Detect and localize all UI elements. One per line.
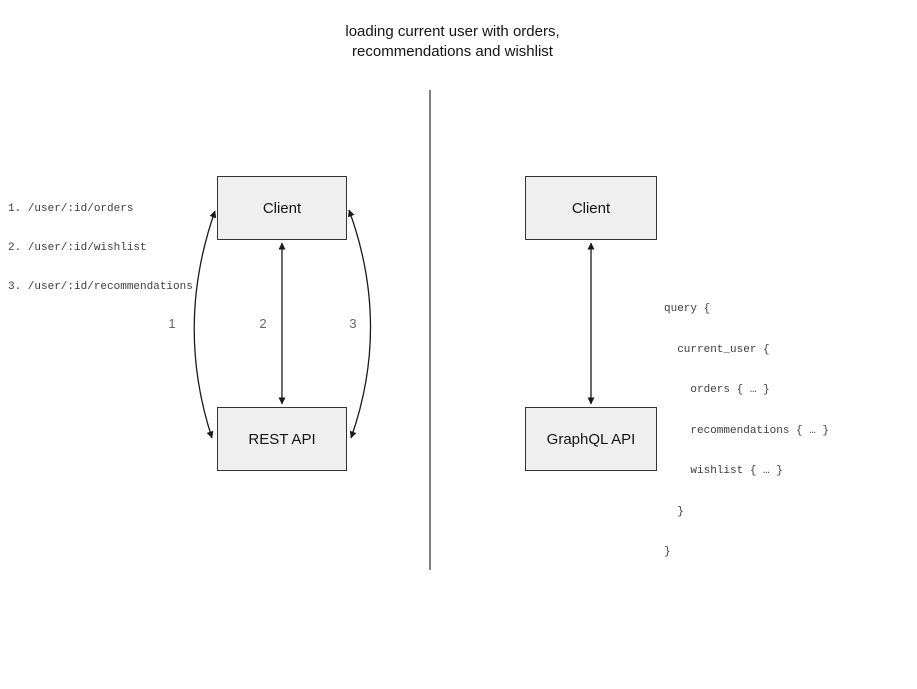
rest-client-label: Client (262, 199, 302, 217)
rest-api-label: REST API (248, 430, 316, 448)
graphql-client-label: Client (571, 199, 611, 217)
rest-endpoint-line: 3. /user/:id/recommendations (8, 281, 193, 293)
graphql-query-line: } (664, 505, 684, 518)
graphql-query-block: query { current_user { orders { … } reco… (664, 276, 829, 587)
diagram-title: loading current user with orders, recomm… (345, 23, 560, 60)
rest-arrow-1-curved (193, 210, 217, 439)
rest-endpoints-list: 1. /user/:id/orders 2. /user/:id/wishlis… (8, 177, 193, 320)
rest-endpoint-line: 1. /user/:id/orders (8, 203, 134, 215)
graphql-query-line: query { (664, 303, 711, 315)
arrow-label-1: 1 (168, 316, 176, 331)
arrow-label-3: 3 (349, 316, 357, 331)
graphql-query-line: recommendations { … } (664, 424, 830, 437)
arrow-label-2: 2 (259, 316, 267, 331)
graphql-client-box: Client (525, 176, 657, 240)
graphql-query-line: current_user { (664, 343, 770, 356)
rest-endpoint-line: 2. /user/:id/wishlist (8, 242, 147, 254)
graphql-api-label: GraphQL API (546, 430, 636, 448)
graphql-query-line: wishlist { … } (664, 465, 783, 477)
graphql-api-box: GraphQL API (525, 407, 657, 471)
rest-api-box: REST API (217, 407, 347, 471)
graphql-query-line: } (664, 546, 671, 558)
rest-client-box: Client (217, 176, 347, 240)
rest-arrow-3-curved (347, 209, 372, 439)
graphql-query-line: orders { … } (664, 384, 770, 396)
